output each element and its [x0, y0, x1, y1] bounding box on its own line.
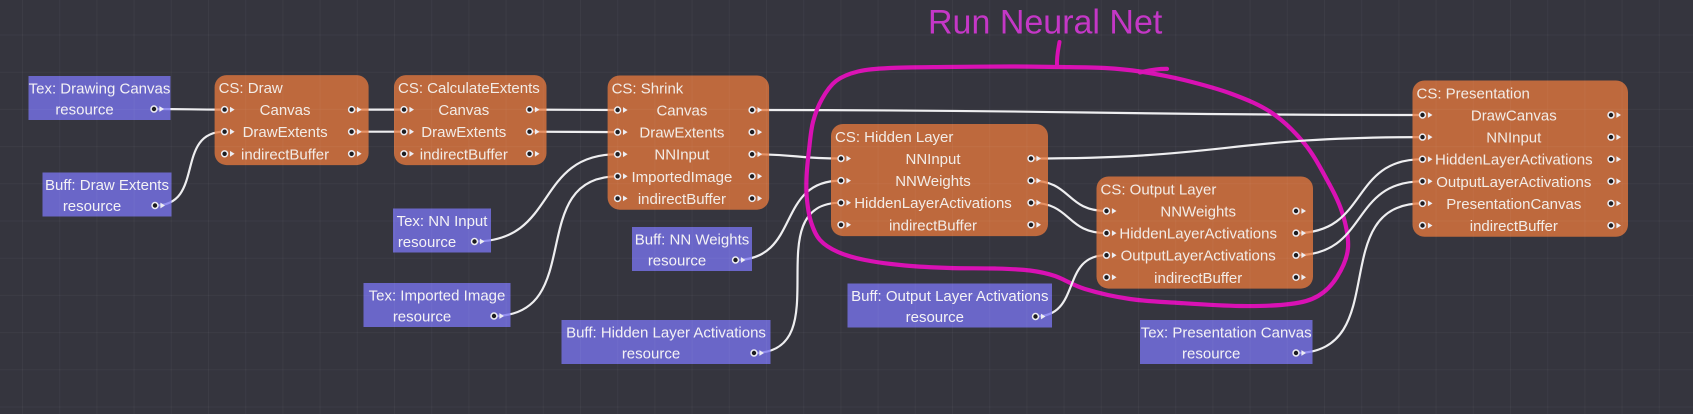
svg-text:indirectBuffer: indirectBuffer [1470, 218, 1558, 235]
svg-text:DrawExtents: DrawExtents [243, 124, 328, 141]
svg-text:CS: Presentation: CS: Presentation [1417, 86, 1530, 103]
svg-text:CS: Shrink: CS: Shrink [612, 81, 684, 98]
svg-text:Canvas: Canvas [656, 103, 707, 120]
svg-text:HiddenLayerActivations: HiddenLayerActivations [854, 195, 1012, 212]
svg-text:Buff: Draw Extents: Buff: Draw Extents [45, 177, 169, 194]
svg-text:Buff: Output Layer Activations: Buff: Output Layer Activations [851, 288, 1048, 305]
svg-text:CS: Draw: CS: Draw [219, 80, 283, 97]
svg-text:Buff: Hidden Layer Activations: Buff: Hidden Layer Activations [566, 325, 766, 342]
svg-text:NNInput: NNInput [1486, 130, 1542, 147]
svg-text:indirectBuffer: indirectBuffer [1154, 270, 1242, 287]
svg-text:indirectBuffer: indirectBuffer [638, 191, 726, 208]
svg-text:NNInput: NNInput [905, 151, 961, 168]
svg-text:Canvas: Canvas [260, 102, 311, 119]
svg-text:resource: resource [63, 198, 121, 215]
svg-text:indirectBuffer: indirectBuffer [241, 146, 329, 163]
svg-text:PresentationCanvas: PresentationCanvas [1446, 196, 1581, 213]
svg-text:resource: resource [398, 234, 456, 251]
svg-text:Canvas: Canvas [438, 102, 489, 119]
svg-text:resource: resource [906, 309, 964, 326]
svg-text:resource: resource [648, 253, 706, 270]
svg-text:resource: resource [55, 102, 113, 119]
svg-text:OutputLayerActivations: OutputLayerActivations [1436, 174, 1591, 191]
svg-text:NNWeights: NNWeights [1160, 204, 1236, 221]
svg-text:indirectBuffer: indirectBuffer [420, 146, 508, 163]
svg-text:resource: resource [1182, 346, 1240, 363]
svg-text:HiddenLayerActivations: HiddenLayerActivations [1435, 152, 1593, 169]
svg-text:Tex: Drawing Canvas: Tex: Drawing Canvas [29, 81, 171, 98]
svg-text:Tex: NN Input: Tex: NN Input [397, 213, 489, 230]
svg-text:resource: resource [622, 346, 680, 363]
svg-text:DrawCanvas: DrawCanvas [1471, 108, 1557, 125]
svg-text:DrawExtents: DrawExtents [639, 125, 724, 142]
svg-text:Run Neural Net: Run Neural Net [928, 4, 1163, 42]
svg-text:OutputLayerActivations: OutputLayerActivations [1121, 248, 1276, 265]
svg-text:ImportedImage: ImportedImage [631, 169, 732, 186]
svg-text:Tex: Imported Image: Tex: Imported Image [369, 288, 506, 305]
svg-text:DrawExtents: DrawExtents [421, 124, 506, 141]
svg-text:CS: Hidden Layer: CS: Hidden Layer [835, 129, 953, 146]
svg-text:Tex: Presentation Canvas: Tex: Presentation Canvas [1141, 325, 1312, 342]
svg-text:HiddenLayerActivations: HiddenLayerActivations [1119, 226, 1277, 243]
svg-text:NNInput: NNInput [654, 147, 710, 164]
svg-text:CS: Output Layer: CS: Output Layer [1101, 182, 1217, 199]
svg-text:CS: CalculateExtents: CS: CalculateExtents [398, 80, 540, 97]
svg-text:indirectBuffer: indirectBuffer [889, 217, 977, 234]
svg-text:Buff: NN Weights: Buff: NN Weights [635, 232, 750, 249]
svg-text:resource: resource [393, 309, 451, 326]
svg-text:NNWeights: NNWeights [895, 173, 971, 190]
